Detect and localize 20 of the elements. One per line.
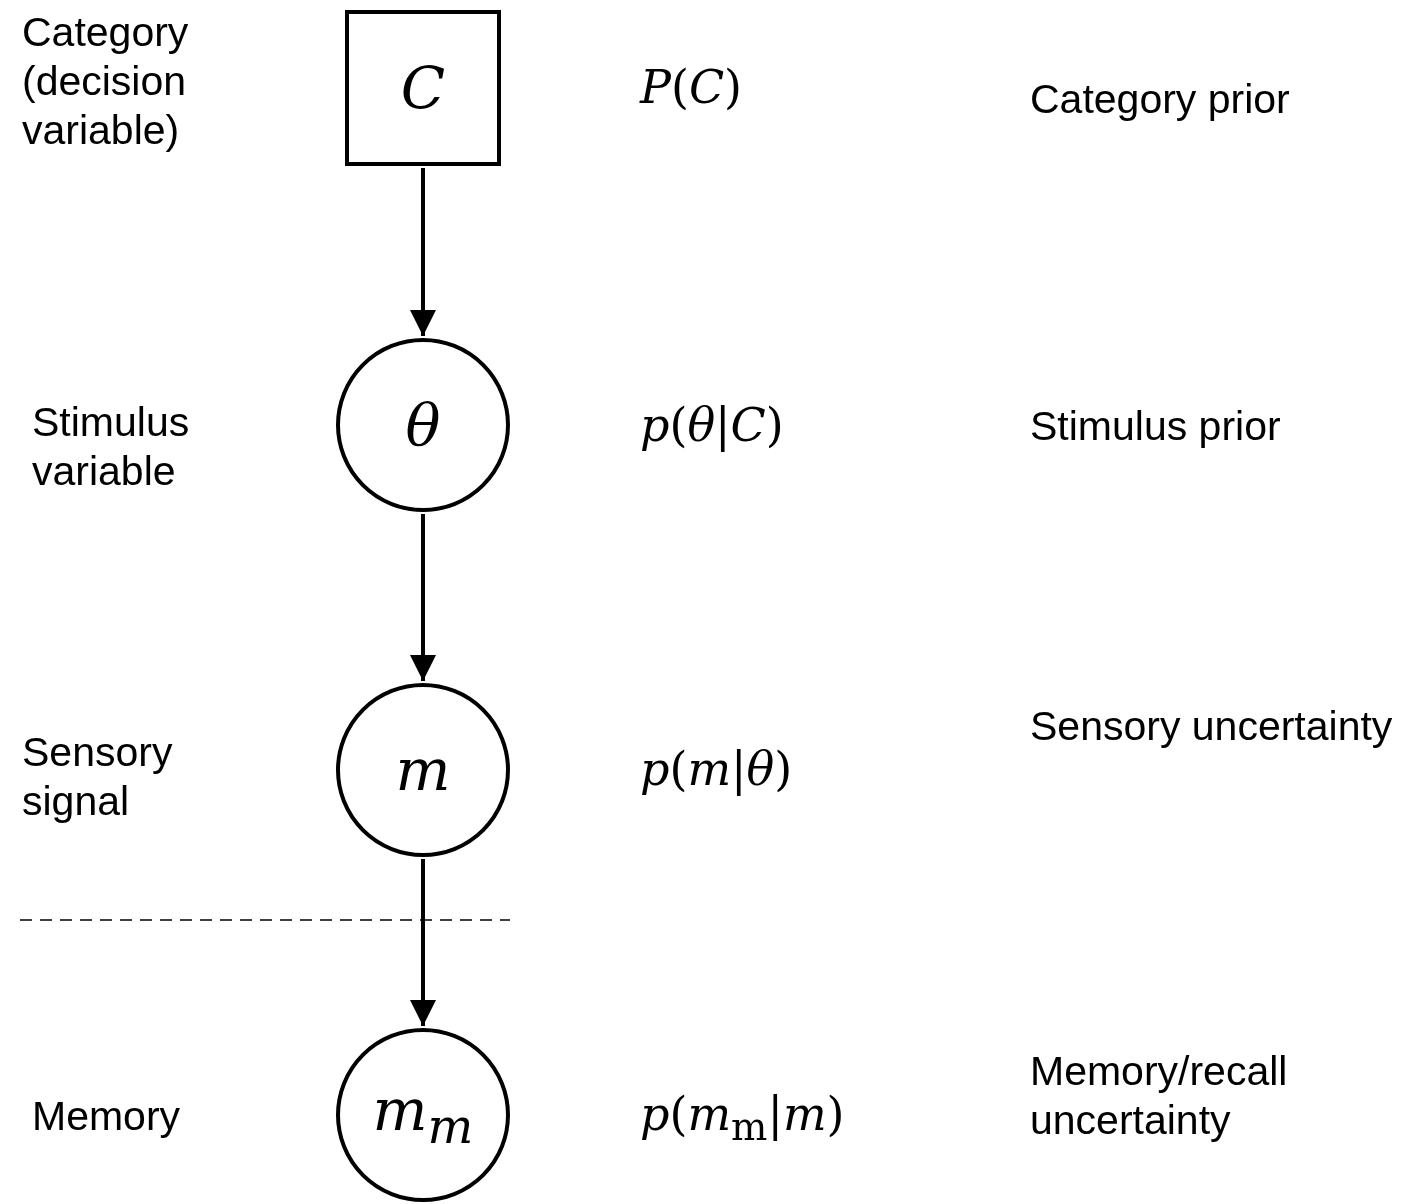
description-text: Memory xyxy=(32,1092,182,1141)
description-text: Category (decision variable) xyxy=(22,8,190,156)
variable-symbol: C xyxy=(400,59,446,117)
description-text: Memory/recall uncertainty xyxy=(1030,1047,1289,1146)
variable-symbol: θ xyxy=(405,396,441,454)
description-text: Stimulus prior xyxy=(1030,402,1281,451)
arrow xyxy=(410,514,436,681)
variable-symbol: m$_{m}$ xyxy=(372,1080,474,1150)
probability-formula: p(m$_{m}$|m) xyxy=(640,1087,845,1151)
probability-formula: p(θ|C) xyxy=(640,398,784,454)
probability-formula: p(m|θ) xyxy=(640,742,793,798)
description-text: Stimulus variable xyxy=(32,398,191,497)
variable-box xyxy=(345,10,501,166)
variable-symbol: m xyxy=(395,741,451,799)
probability-formula: P(C) xyxy=(640,60,743,116)
arrow xyxy=(410,168,436,336)
arrow xyxy=(410,859,436,1026)
description-text: Sensory signal xyxy=(22,728,174,827)
description-text: Category prior xyxy=(1030,75,1290,124)
description-text: Sensory uncertainty xyxy=(1030,702,1394,751)
